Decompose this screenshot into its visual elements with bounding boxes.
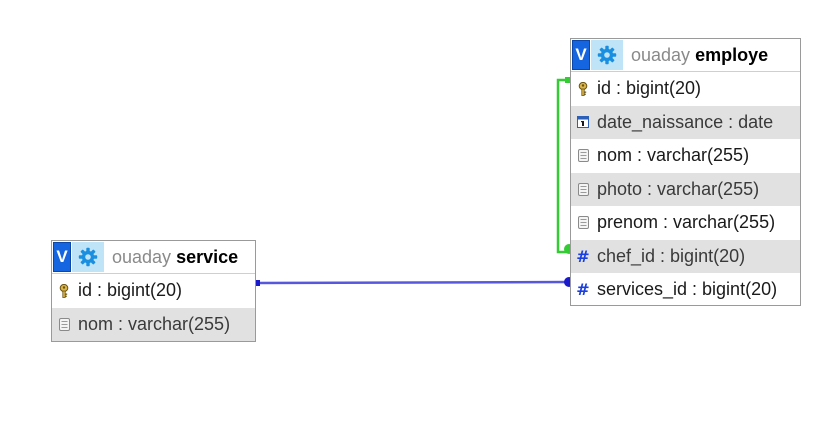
column-row[interactable]: prenom : varchar(255) <box>571 206 800 240</box>
date-column-icon <box>576 113 590 131</box>
relation-line-chef-id[interactable] <box>556 78 569 254</box>
table-employe[interactable]: V o <box>570 38 801 306</box>
table-header[interactable]: V o <box>571 39 800 72</box>
column-row[interactable]: photo : varchar(255) <box>571 172 800 206</box>
text-column-icon <box>576 180 590 198</box>
column-label: chef_id : bigint(20) <box>597 245 746 266</box>
column-row[interactable]: # services_id : bigint(20) <box>571 273 800 307</box>
database-name: ouaday <box>631 44 691 65</box>
column-label: date_naissance : date <box>597 111 774 132</box>
relation-line-services-id[interactable] <box>256 280 570 285</box>
foreign-key-icon: # <box>576 246 590 266</box>
table-name: employe <box>695 44 769 65</box>
column-row[interactable]: id : bigint(20) <box>571 72 800 106</box>
column-label: id : bigint(20) <box>597 78 702 99</box>
column-label: services_id : bigint(20) <box>597 279 778 300</box>
column-label: photo : varchar(255) <box>597 178 760 199</box>
text-column-icon <box>576 214 590 232</box>
text-column-icon <box>57 315 71 333</box>
table-service[interactable]: V o <box>51 240 256 342</box>
toggle-columns-button[interactable]: V <box>53 242 71 272</box>
gear-icon[interactable] <box>591 40 623 70</box>
table-name: service <box>176 246 239 267</box>
table-title[interactable]: ouaday service <box>112 247 238 268</box>
column-row[interactable]: id : bigint(20) <box>52 274 255 308</box>
foreign-key-icon: # <box>576 280 590 300</box>
table-header[interactable]: V o <box>52 241 255 274</box>
primary-key-icon <box>576 80 590 98</box>
column-label: nom : varchar(255) <box>597 145 750 166</box>
gear-icon[interactable] <box>72 242 104 272</box>
column-row[interactable]: nom : varchar(255) <box>52 307 255 341</box>
column-label: id : bigint(20) <box>78 280 183 301</box>
database-name: ouaday <box>112 246 172 267</box>
column-label: nom : varchar(255) <box>78 313 231 334</box>
table-title[interactable]: ouaday employe <box>631 45 768 66</box>
column-row[interactable]: # chef_id : bigint(20) <box>571 239 800 273</box>
column-row[interactable]: date_naissance : date <box>571 105 800 139</box>
column-label: prenom : varchar(255) <box>597 212 776 233</box>
toggle-columns-button[interactable]: V <box>572 40 590 70</box>
primary-key-icon <box>57 282 71 300</box>
column-row[interactable]: nom : varchar(255) <box>571 139 800 173</box>
text-column-icon <box>576 147 590 165</box>
